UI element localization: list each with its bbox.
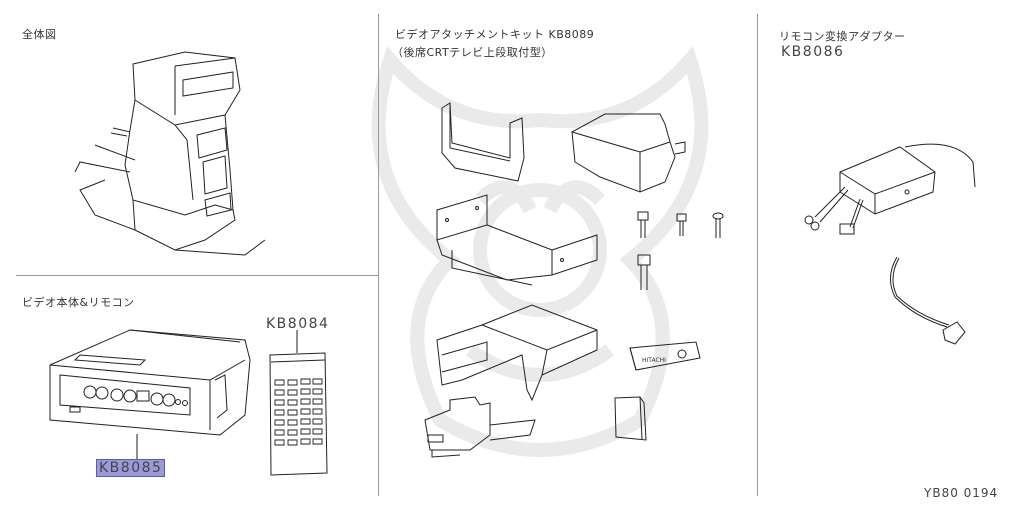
remote-adapter-title: リモコン変換アダプター — [779, 30, 906, 43]
manual-booklet-drawing — [612, 395, 652, 445]
video-unit-title: ビデオ本体&リモコン — [22, 296, 135, 309]
attachment-kit-title: ビデオアタッチメントキット KB8089 — [395, 28, 595, 41]
overall-title: 全体図 — [22, 28, 57, 41]
cover-left-drawing — [440, 103, 535, 183]
part-number-kb8084[interactable]: KB8084 — [266, 316, 330, 332]
sensor-cable-drawing — [885, 252, 985, 352]
divider-vertical-right — [757, 14, 758, 496]
hitachi-badge-text: HITACHI — [642, 357, 666, 364]
attachment-kit-subtitle: （後席CRTテレビ上段取付型） — [392, 46, 553, 59]
video-deck-drawing — [45, 320, 255, 455]
cover-right-drawing — [570, 112, 700, 202]
document-code: YB80 0194 — [924, 486, 999, 500]
bolts-drawing — [630, 210, 730, 300]
part-number-kb8086[interactable]: KB8086 — [781, 44, 845, 60]
bracket-tray-drawing — [432, 190, 602, 285]
part-number-kb8085[interactable]: KB8085 — [96, 459, 166, 477]
adapter-box-drawing — [795, 142, 995, 242]
remote-control-drawing — [265, 330, 335, 480]
divider-horizontal — [16, 275, 379, 276]
housing-bracket-drawing — [432, 300, 597, 410]
console-overall-drawing — [75, 40, 295, 260]
divider-vertical-left — [378, 14, 379, 496]
hitachi-badge-drawing: HITACHI — [628, 340, 703, 375]
mount-bracket-drawing — [420, 395, 540, 465]
